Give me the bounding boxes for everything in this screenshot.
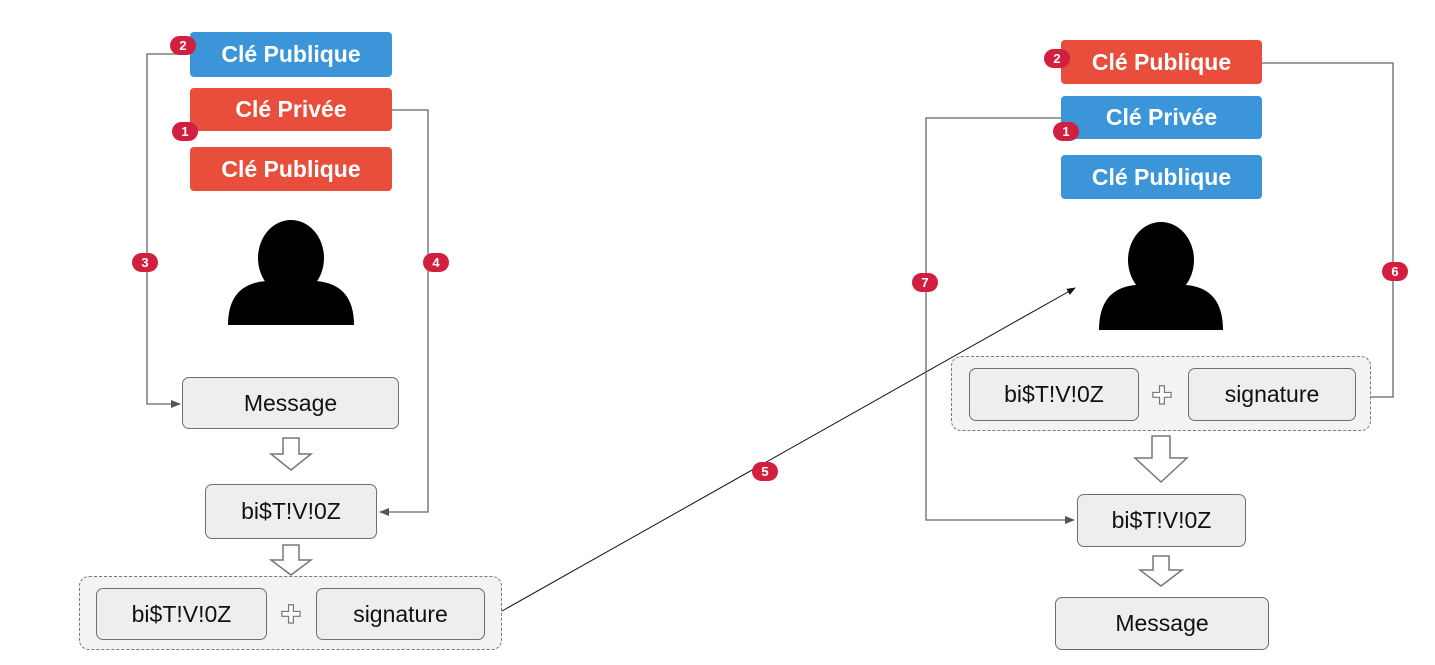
- badge-step-6: 6: [1382, 262, 1408, 281]
- sender-public-key: Clé Publique: [190, 147, 392, 191]
- receiver-bundle-signature: signature: [1188, 368, 1356, 421]
- badge-step-7: 7: [912, 273, 938, 292]
- user-silhouette-icon: [1099, 222, 1223, 330]
- connector-5: [501, 287, 1076, 612]
- connector-7: [925, 117, 1075, 524]
- badge-step-3: 3: [132, 253, 158, 272]
- down-arrow-icon: [1133, 435, 1189, 484]
- sender-cipher-box: bi$T!V!0Z: [205, 484, 377, 539]
- sender-bundle-signature: signature: [316, 588, 485, 640]
- badge-sender-1: 1: [172, 122, 198, 141]
- receiver-public-key-top: Clé Publique: [1061, 40, 1262, 84]
- receiver-message-box: Message: [1055, 597, 1269, 650]
- badge-sender-2: 2: [170, 36, 196, 55]
- connector-4: [379, 109, 429, 516]
- receiver-private-key: Clé Privée: [1061, 96, 1262, 139]
- sender-public-key-top: Clé Publique: [190, 32, 392, 77]
- down-arrow-icon: [1137, 555, 1185, 587]
- badge-step-5: 5: [752, 462, 778, 481]
- badge-receiver-2: 2: [1044, 49, 1070, 68]
- sender-message-box: Message: [182, 377, 399, 429]
- badge-step-4: 4: [423, 253, 449, 272]
- receiver-bundle-cipher: bi$T!V!0Z: [969, 368, 1139, 421]
- sender-bundle-cipher: bi$T!V!0Z: [96, 588, 267, 640]
- connector-6: [1262, 62, 1394, 401]
- receiver-public-key: Clé Publique: [1061, 155, 1262, 199]
- receiver-cipher-box: bi$T!V!0Z: [1077, 494, 1246, 547]
- plus-icon: ✚: [1151, 380, 1173, 410]
- badge-receiver-1: 1: [1053, 122, 1079, 141]
- plus-icon: ✚: [280, 599, 302, 629]
- connector-3: [146, 53, 190, 408]
- user-silhouette-icon: [228, 220, 354, 325]
- down-arrow-icon: [268, 437, 314, 471]
- down-arrow-icon: [268, 544, 314, 576]
- sender-private-key: Clé Privée: [190, 88, 392, 131]
